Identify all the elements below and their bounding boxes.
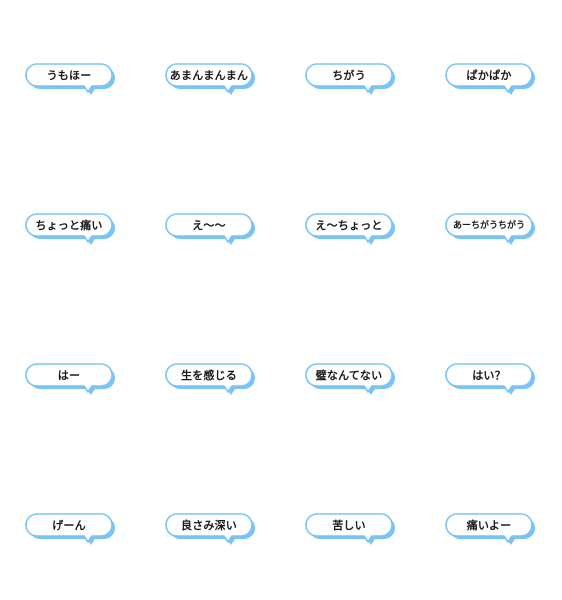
sticker-speech-bubble[interactable]: うもほー [25,63,116,96]
bubble-body [305,63,393,93]
speech-bubble-icon [305,63,395,95]
speech-bubble-icon [305,363,395,395]
speech-bubble-icon [445,363,535,395]
sticker-speech-bubble[interactable]: 苦しい [305,513,396,546]
sticker-label: はい？ [472,369,506,382]
bubble-body [445,363,533,393]
sticker-label: ちがう [332,69,366,82]
sticker-label: あまんまんまん [169,69,249,82]
sticker-speech-bubble[interactable]: ちょっと痛い [25,213,116,246]
sticker-label: げーん [52,519,86,532]
bubble-body [445,213,533,243]
sticker-label: 良さみ深い [181,519,237,532]
bubble-body [165,363,253,393]
speech-bubble-icon [25,213,115,245]
sticker-speech-bubble[interactable]: 璧なんてない [305,363,396,396]
sticker-label: 痛いよー [466,519,512,532]
bubble-body [165,513,253,543]
speech-bubble-icon [445,213,535,245]
speech-bubble-icon [165,213,255,245]
sticker-speech-bubble[interactable]: 痛いよー [445,513,536,546]
sticker-label: ちょっと痛い [35,219,103,232]
speech-bubble-icon [165,363,255,395]
speech-bubble-icon [25,513,115,545]
sticker-speech-bubble[interactable]: ちがう [305,63,396,96]
bubble-body [25,213,113,243]
bubble-body [445,63,533,93]
bubble-body [25,63,113,93]
sticker-speech-bubble[interactable]: 良さみ深い [165,513,256,546]
sticker-label: 苦しい [332,519,366,532]
speech-bubble-icon [305,513,395,545]
bubble-body [305,213,393,243]
sticker-label: え～～ [192,219,226,232]
sticker-speech-bubble[interactable]: え～～ [165,213,256,246]
speech-bubble-icon [305,213,395,245]
speech-bubble-icon [165,63,255,95]
speech-bubble-icon [25,363,115,395]
sticker-speech-bubble[interactable]: あーちがうちがう [445,213,536,246]
speech-bubble-icon [25,63,115,95]
bubble-body [165,213,253,243]
sticker-speech-bubble[interactable]: ぱかぱか [445,63,536,96]
sticker-speech-bubble[interactable]: 生を感じる [165,363,256,396]
speech-bubble-icon [445,513,535,545]
sticker-label: 生を感じる [181,369,237,382]
sticker-label: うもほー [46,69,92,82]
bubble-body [25,513,113,543]
sticker-speech-bubble[interactable]: げーん [25,513,116,546]
bubble-body [305,513,393,543]
bubble-body [165,63,253,93]
sticker-label: え～ちょっと [315,219,383,232]
sticker-speech-bubble[interactable]: あまんまんまん [165,63,256,96]
bubble-body [25,363,113,393]
sticker-label: はー [57,369,81,382]
bubble-body [445,513,533,543]
bubble-body [305,363,393,393]
sticker-speech-bubble[interactable]: はい？ [445,363,536,396]
sticker-label: 璧なんてない [315,369,383,382]
sticker-speech-bubble[interactable]: え～ちょっと [305,213,396,246]
sticker-label: あーちがうちがう [452,221,525,231]
speech-bubble-icon [165,513,255,545]
sticker-speech-bubble[interactable]: はー [25,363,116,396]
speech-bubble-icon [445,63,535,95]
sticker-label: ぱかぱか [466,69,512,82]
